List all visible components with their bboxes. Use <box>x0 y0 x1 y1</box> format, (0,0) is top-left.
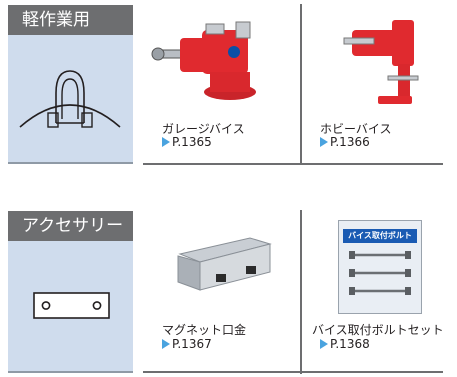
product-name-magnetic-jaw: マグネット口金 <box>162 323 247 337</box>
package-title: バイス取付ボルト <box>343 229 417 243</box>
bolts-graphic <box>349 251 411 295</box>
product-name-bolt-set: バイス取付ボルトセット <box>312 323 444 337</box>
page-ref: P.1368 <box>330 337 370 351</box>
bolt-set-icon: バイス取付ボルト <box>338 220 422 314</box>
page-ref: P.1365 <box>172 135 212 149</box>
hobby-vise-icon <box>343 20 419 104</box>
product-page-bolt-set[interactable]: P.1368 <box>320 337 370 351</box>
garage-vise-icon <box>151 21 256 100</box>
arrow-right-icon <box>162 137 170 147</box>
arrow-right-icon <box>162 339 170 349</box>
arrow-right-icon <box>320 137 328 147</box>
page-ref: P.1367 <box>172 337 212 351</box>
divider-vertical-1 <box>300 4 302 164</box>
product-page-magnetic-jaw[interactable]: P.1367 <box>162 337 212 351</box>
magnetic-jaw-icon <box>177 237 272 291</box>
arrow-right-icon <box>320 339 328 349</box>
product-name-hobby-vise: ホビーバイス <box>320 122 392 136</box>
page-ref: P.1366 <box>330 135 370 149</box>
product-page-hobby-vise[interactable]: P.1366 <box>320 135 370 149</box>
category-label-light-duty: 軽作業用 <box>8 5 133 35</box>
product-page-garage-vise[interactable]: P.1365 <box>162 135 212 149</box>
plate-icon <box>33 292 110 319</box>
category-panel-accessory <box>8 241 133 373</box>
category-label-accessory: アクセサリー <box>8 211 133 241</box>
product-name-garage-vise: ガレージバイス <box>162 122 245 136</box>
divider-horizontal-1 <box>143 163 443 165</box>
divider-vertical-2 <box>300 210 302 374</box>
divider-horizontal-2 <box>143 371 443 373</box>
category-panel-light-duty <box>8 35 133 164</box>
shackle-icon <box>19 70 121 128</box>
